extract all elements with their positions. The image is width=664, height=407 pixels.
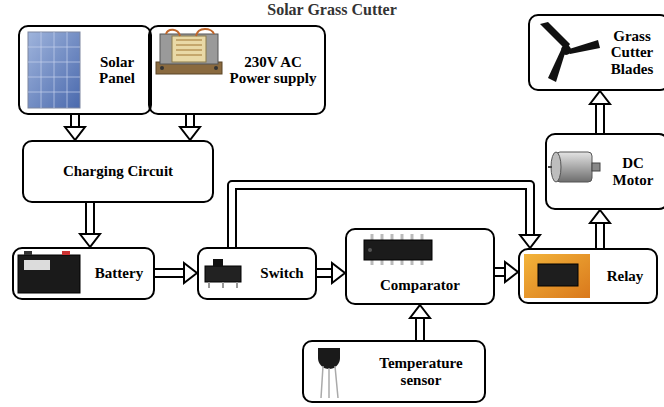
block-arrow xyxy=(180,115,200,140)
block-arrow xyxy=(495,262,518,282)
arrow-fill xyxy=(187,115,193,127)
relay-box: Relay xyxy=(518,248,658,304)
text-block: Temperature sensor xyxy=(362,355,480,388)
text-block: Battery xyxy=(95,265,143,282)
text-area: Solar Panel xyxy=(88,27,146,113)
text-block: Switch xyxy=(260,265,303,282)
battery-picture xyxy=(18,251,80,293)
arrow-outline xyxy=(595,223,605,248)
text-block: Relay xyxy=(607,268,644,285)
text-area: Grass Cutter Blades xyxy=(600,16,664,89)
text-area: Switch xyxy=(247,249,317,298)
block-arrow xyxy=(317,263,345,283)
transformer-picture xyxy=(156,29,222,74)
box-label: DC Motor xyxy=(603,155,663,188)
arrow-outline xyxy=(595,104,605,133)
box-label: 230V AC Power supply xyxy=(226,54,320,87)
arrow-fill xyxy=(417,318,423,340)
sensor-box: Temperature sensor xyxy=(302,340,486,403)
text-area: Relay xyxy=(594,250,656,302)
arrow-fill xyxy=(597,104,603,133)
arrow-head xyxy=(590,91,610,104)
arrow-outline xyxy=(85,203,95,234)
supply-box: 230V AC Power supply xyxy=(148,25,326,115)
text-block: Grass Cutter Blades xyxy=(600,28,664,78)
arrow-fill xyxy=(72,115,78,127)
panel-box: Solar Panel xyxy=(18,25,152,115)
arrow-head xyxy=(505,262,518,282)
arrow-outline xyxy=(185,115,195,127)
arrow-outline xyxy=(155,268,184,278)
switch-picture xyxy=(205,259,241,288)
motor-box: DC Motor xyxy=(545,133,664,210)
text-area: Charging Circuit xyxy=(24,142,212,201)
battery-box: Battery xyxy=(12,247,155,300)
text-area: 230V AC Power supply xyxy=(226,27,320,113)
arrow-fill xyxy=(597,223,603,248)
arrow-head xyxy=(65,127,85,140)
arrow-head xyxy=(332,263,345,283)
arrow-head xyxy=(180,127,200,140)
text-block: DC Motor xyxy=(603,155,663,188)
arrow-outline xyxy=(495,267,505,277)
text-area: Battery xyxy=(84,249,154,298)
arrow-head xyxy=(410,305,430,318)
block-arrow xyxy=(155,263,197,283)
text-block: Comparator xyxy=(380,277,460,294)
solar-panel-picture xyxy=(28,32,80,108)
text-area: Temperature sensor xyxy=(362,342,480,401)
arrow-outline xyxy=(415,318,425,340)
arrow-outline xyxy=(70,115,80,127)
arrow-fill xyxy=(87,203,93,234)
box-label: Battery xyxy=(95,265,143,282)
arrow-outline xyxy=(232,185,530,247)
arrow-head xyxy=(184,263,197,283)
relay-picture xyxy=(524,254,590,298)
text-block: Charging Circuit xyxy=(63,163,173,180)
process-box: Charging Circuit xyxy=(22,140,214,203)
arrow-fill xyxy=(155,270,184,276)
arrow-fill xyxy=(495,269,505,275)
box-label: Relay xyxy=(607,268,644,285)
arrow-fill xyxy=(317,270,332,276)
arrow-head xyxy=(80,234,100,247)
block-arrow xyxy=(590,91,610,133)
block-arrow xyxy=(65,115,85,140)
arrow-head xyxy=(590,210,610,223)
block-arrow xyxy=(80,203,100,247)
text-block: Solar Panel xyxy=(88,54,146,87)
blades-picture xyxy=(540,22,600,82)
box-label: Switch xyxy=(260,265,303,282)
box-label: Grass Cutter Blades xyxy=(600,28,664,78)
blades-box: Grass Cutter Blades xyxy=(528,14,664,91)
block-arrow xyxy=(590,210,610,248)
comparator-box: Comparator xyxy=(345,228,495,305)
text-area: Comparator xyxy=(347,268,493,303)
box-label: Comparator xyxy=(380,277,460,294)
box-label: Temperature sensor xyxy=(362,355,480,388)
dc-motor-picture xyxy=(548,152,600,182)
arrow-head xyxy=(520,235,540,248)
temperature-sensor-picture xyxy=(318,348,340,398)
block-arrow xyxy=(410,305,430,340)
arrow-fill xyxy=(232,185,530,247)
text-area: DC Motor xyxy=(603,135,663,208)
text-block: 230V AC Power supply xyxy=(226,54,320,87)
box-label: Solar Panel xyxy=(88,54,146,87)
switch-box: Switch xyxy=(197,247,317,300)
comparator-chip-picture xyxy=(364,234,432,265)
arrow-outline xyxy=(317,268,332,278)
box-label: Charging Circuit xyxy=(63,163,173,180)
